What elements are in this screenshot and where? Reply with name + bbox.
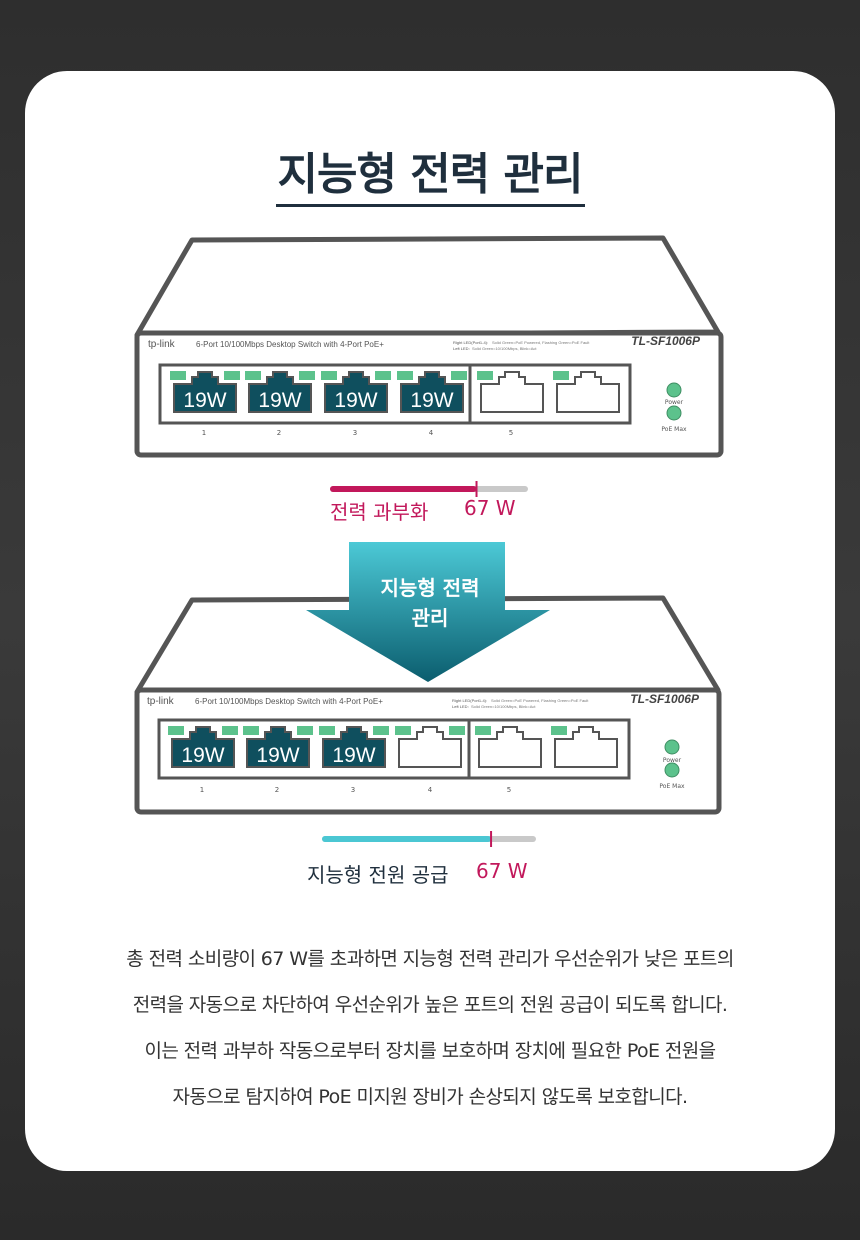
switch-description: 6-Port 10/100Mbps Desktop Switch with 4-… — [196, 340, 384, 349]
led-left-label: Left LED: — [452, 704, 469, 709]
page-title: 지능형 전력 관리 — [0, 138, 860, 207]
switch-top-panel — [134, 235, 721, 338]
brand-label: tp-link — [147, 696, 175, 707]
port-led-left — [319, 726, 335, 735]
port-number: 4 — [429, 429, 434, 437]
port-led-left — [475, 726, 491, 735]
port-led-right — [375, 371, 391, 380]
switch-before: tp-link 6-Port 10/100Mbps Desktop Switch… — [134, 235, 724, 458]
ethernet-port-icon — [322, 726, 386, 768]
arrow-label-line1: 지능형 전력 — [380, 576, 480, 600]
led-left-desc: Solid Green=10/100Mbps, Blink=Act — [471, 704, 536, 709]
port-number: 5 — [507, 786, 511, 794]
port-led-left — [551, 726, 567, 735]
port-number: 3 — [351, 786, 355, 794]
port-frame — [158, 363, 632, 425]
ethernet-port-icon — [248, 371, 312, 413]
ethernet-port-icon — [400, 371, 464, 413]
port-load-label: 19W — [258, 389, 301, 412]
port-led-right — [373, 726, 389, 735]
port-led-right — [451, 371, 467, 380]
port-number: 1 — [202, 429, 206, 437]
arrow-label-line2: 관리 — [411, 606, 449, 630]
port-number: 2 — [277, 429, 281, 437]
port-numbers: 1 2 3 4 5 — [200, 786, 511, 794]
port-load-label: 19W — [410, 389, 453, 412]
ethernet-port-icon — [173, 371, 237, 413]
ethernet-port-icon — [398, 726, 462, 768]
power-bar-before — [330, 481, 528, 497]
model-label: TL-SF1006P — [631, 334, 701, 348]
poe-max-led — [666, 405, 682, 421]
port-led-left — [477, 371, 493, 380]
port-led-right — [297, 726, 313, 735]
bar-fill — [330, 486, 477, 492]
description-line: 자동으로 탐지하여 PoE 미지원 장비가 손상되지 않도록 보호합니다. — [172, 1086, 688, 1108]
ports-group: 19W 19W 19W — [168, 726, 618, 768]
power-bar-after — [322, 831, 536, 847]
port-load-label: 19W — [334, 389, 377, 412]
overload-value: 67 W — [464, 496, 516, 520]
port-led-right — [449, 726, 465, 735]
led-right-desc: Solid Green=PoE Powered, Flashing Green=… — [491, 698, 589, 703]
poe-max-label: PoE Max — [659, 783, 685, 790]
ethernet-port-icon — [556, 371, 620, 413]
brand-label: tp-link — [148, 339, 176, 350]
power-label: Power — [665, 399, 684, 406]
overload-label: 전력 과부화 — [330, 500, 429, 524]
port-led-left — [397, 371, 413, 380]
poe-max-label: PoE Max — [661, 426, 687, 433]
port-numbers: 1 2 3 4 5 — [202, 429, 513, 437]
switch-description: 6-Port 10/100Mbps Desktop Switch with 4-… — [195, 697, 383, 706]
power-label: Power — [663, 757, 682, 764]
port-led-right — [224, 371, 240, 380]
port-number: 5 — [509, 429, 513, 437]
port-led-left — [395, 726, 411, 735]
port-number: 4 — [428, 786, 433, 794]
port-led-left — [321, 371, 337, 380]
port-led-left — [245, 371, 261, 380]
down-arrow-icon — [306, 542, 550, 682]
description-line: 전력을 자동으로 차단하여 우선순위가 높은 포트의 전원 공급이 되도록 합니… — [132, 994, 728, 1016]
port-led-right — [299, 371, 315, 380]
port-frame — [157, 718, 631, 780]
led-right-label: Right LED(Port1-4): — [452, 698, 487, 703]
model-label: TL-SF1006P — [630, 692, 700, 706]
arrow-label: 지능형 전력 관리 — [330, 573, 530, 633]
port-led-left — [170, 371, 186, 380]
port-load-label: 19W — [183, 389, 226, 412]
port-load-label: 19W — [332, 744, 375, 767]
led-right-desc: Solid Green=PoE Powered, Flashing Green=… — [492, 340, 590, 345]
ethernet-port-icon — [324, 371, 388, 413]
bar-marker — [475, 481, 478, 497]
port-number: 2 — [275, 786, 279, 794]
ethernet-port-icon — [554, 726, 618, 768]
power-led — [666, 382, 682, 398]
port-led-left — [553, 371, 569, 380]
bar-marker — [490, 831, 493, 847]
smart-power-value: 67 W — [476, 859, 528, 883]
description-line: 총 전력 소비량이 67 W를 초과하면 지능형 전력 관리가 우선순위가 낮은… — [126, 948, 734, 970]
port-load-label: 19W — [181, 744, 224, 767]
ethernet-port-icon — [246, 726, 310, 768]
led-left-desc: Solid Green=10/100Mbps, Blink=Act — [472, 346, 537, 351]
port-led-left — [168, 726, 184, 735]
port-number: 3 — [353, 429, 357, 437]
port-number: 1 — [200, 786, 204, 794]
ethernet-port-icon — [480, 371, 544, 413]
port-led-right — [222, 726, 238, 735]
ports-group: 19W 19W 19W 19W — [170, 371, 620, 413]
poe-max-led — [664, 762, 680, 778]
port-load-label: 19W — [256, 744, 299, 767]
ethernet-port-icon — [478, 726, 542, 768]
smart-power-label: 지능형 전원 공급 — [307, 863, 449, 887]
description-line: 이는 전력 과부하 작동으로부터 장치를 보호하며 장치에 필요한 PoE 전원… — [144, 1040, 716, 1062]
bar-fill — [322, 836, 492, 842]
led-left-label: Left LED: — [453, 346, 470, 351]
power-led — [664, 739, 680, 755]
led-right-label: Right LED(Port1-4): — [453, 340, 488, 345]
ethernet-port-icon — [171, 726, 235, 768]
port-led-left — [243, 726, 259, 735]
